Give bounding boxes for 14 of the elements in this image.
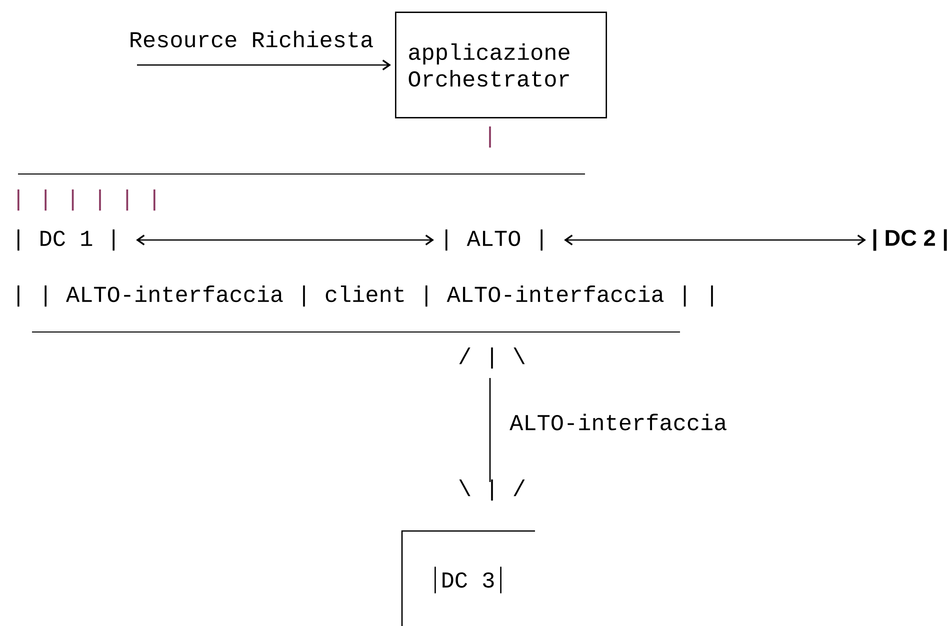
node-label: | ALTO | — [445, 229, 543, 251]
pipe-marks: | | | | | | — [17, 189, 156, 211]
arrow — [136, 234, 434, 246]
node-label: | DC 1 | — [17, 229, 115, 251]
bracketed-node: DC 3 — [434, 566, 502, 594]
slash-marks: \ | / — [459, 479, 525, 501]
slash-marks: / | \ — [459, 347, 525, 369]
arrow — [137, 60, 391, 70]
interface-label: ALTO-interfaccia — [510, 414, 726, 430]
process-box: applicazione Orchestrator — [395, 12, 607, 118]
node-label: | DC 2 | — [873, 229, 947, 251]
edge-label: Resource Richiesta — [130, 30, 373, 48]
arrow — [564, 234, 866, 246]
interface-row-text: | | ALTO-interfaccia | client | ALTO-interfaccia | | — [17, 285, 713, 307]
